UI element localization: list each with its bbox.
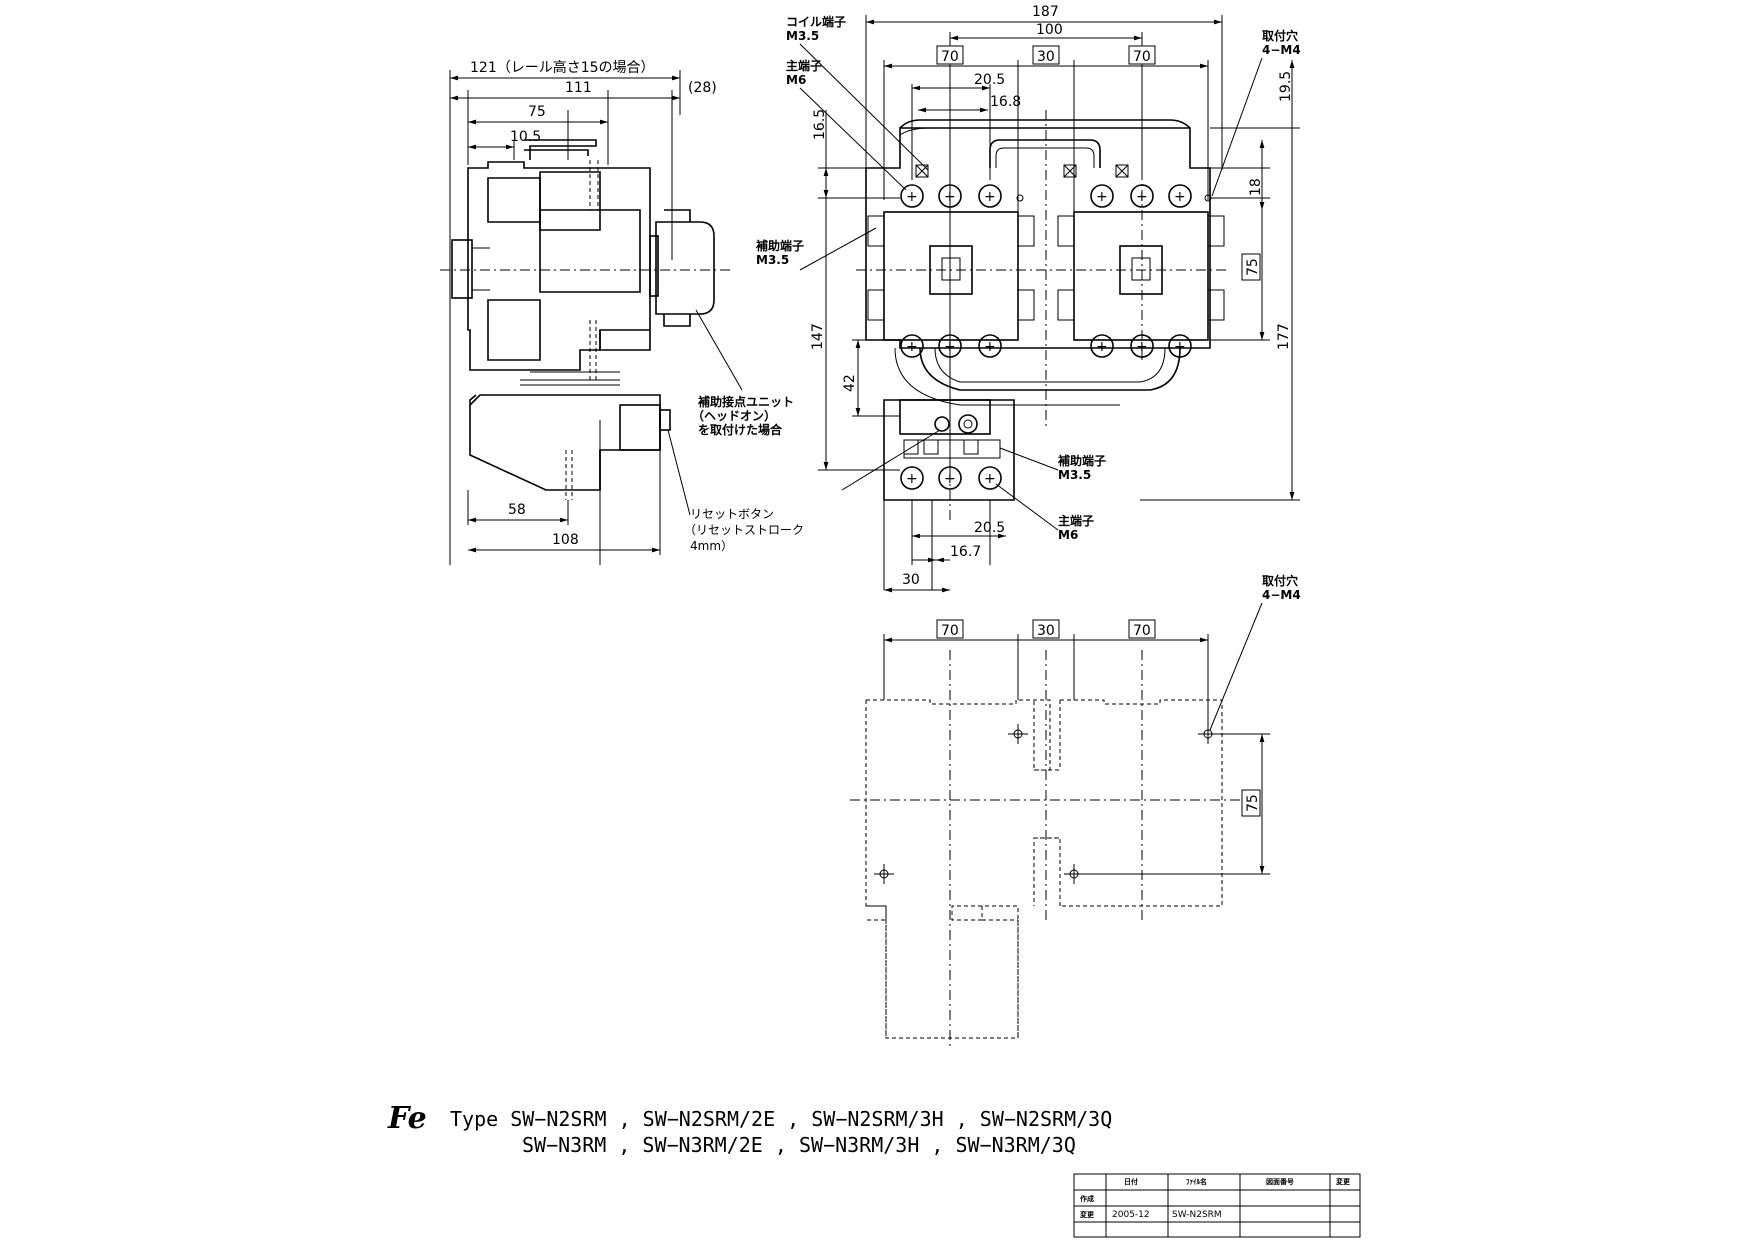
mount-hole-label: 取付穴 (1262, 573, 1298, 588)
dim-30-bottom: 30 (902, 572, 920, 588)
type-block: Fe Type SW−N2SRM , SW−N2SRM/2E , SW−N2SR… (387, 1101, 1112, 1157)
aux-unit-label-1: 補助接点ユニット (697, 394, 794, 409)
reset-label-2: （リセットストローク (684, 523, 804, 537)
dim-16-5: 16.5 (812, 109, 828, 140)
svg-text:+: + (1096, 339, 1108, 355)
dim-70-right: 70 (1133, 49, 1151, 65)
svg-text:+: + (944, 189, 956, 205)
dim-147: 147 (810, 323, 826, 350)
dim-58: 58 (508, 502, 526, 518)
dim-18: 18 (1248, 178, 1264, 196)
mount-dim-75: 75 (1245, 794, 1261, 812)
title-block: 日付 ﾌｧｲﾙ名 図面番号 変更 作成 変更 2005-12 SW-N2SRM (1073, 1173, 1361, 1238)
dim-20-5-bottom: 20.5 (974, 520, 1005, 536)
svg-text:+: + (906, 471, 918, 487)
svg-text:+: + (1136, 339, 1148, 355)
main-terminal-bottom-label: 主端子 (1058, 513, 1094, 528)
aux-side-terminals (867, 215, 1225, 321)
aux-terminal-bottom-size: M3.5 (1058, 468, 1091, 482)
mount-view: 70 30 70 75 (850, 573, 1301, 1048)
tb-change-file: SW-N2SRM (1172, 1210, 1222, 1220)
dim-108: 108 (552, 532, 579, 548)
front-view: 187 100 70 30 70 20.5 16.8 16.5 147 42 (755, 4, 1301, 593)
dim-20-5-top: 20.5 (974, 72, 1005, 88)
tb-row-created: 作成 (1080, 1194, 1094, 1203)
mount-dim-70-right: 70 (1133, 623, 1151, 639)
top-main-terminals: + + + + + + (900, 164, 1212, 208)
svg-text:+: + (1174, 339, 1186, 355)
tb-header-drawing: 図面番号 (1266, 1177, 1294, 1186)
dim-16-8: 16.8 (990, 94, 1021, 110)
reset-label-1: リセットボタン (690, 507, 774, 521)
dim-187: 187 (1032, 4, 1059, 20)
main-terminal-top-label: 主端子 (786, 58, 822, 73)
aux-unit-label-2: （ヘッドオン） (692, 408, 776, 423)
dim-75-side: 75 (528, 104, 546, 120)
tb-change-date: 2005-12 (1112, 1210, 1150, 1220)
svg-text:+: + (1174, 189, 1186, 205)
svg-text:+: + (944, 339, 956, 355)
tb-header-date: 日付 (1124, 1177, 1138, 1186)
dim-75-front: 75 (1245, 258, 1261, 276)
svg-text:+: + (984, 471, 996, 487)
main-terminal-top-size: M6 (786, 73, 806, 87)
aux-unit-label-3: を取付けた場合 (698, 422, 783, 437)
dim-28: (28) (688, 80, 717, 96)
aux-terminal-bottom-label: 補助端子 (1057, 453, 1106, 468)
mount-dim-30: 30 (1037, 623, 1055, 639)
svg-text:+: + (906, 189, 918, 205)
dim-10-5: 10.5 (510, 129, 541, 145)
bottom-main-terminals: + + + + + + (900, 334, 1192, 358)
svg-text:+: + (984, 339, 996, 355)
mounting-hole-top-size: 4−M4 (1262, 43, 1301, 57)
type-line-1: Type SW−N2SRM , SW−N2SRM/2E , SW−N2SRM/3… (450, 1107, 1112, 1131)
svg-text:+: + (1096, 189, 1108, 205)
dim-19-5: 19.5 (1278, 71, 1294, 102)
tb-header-change: 変更 (1336, 1177, 1351, 1186)
svg-text:+: + (984, 189, 996, 205)
dim-16-7: 16.7 (950, 544, 981, 560)
aux-terminal-left-size: M3.5 (756, 253, 789, 267)
dim-111: 111 (565, 80, 592, 96)
dim-177: 177 (1276, 323, 1292, 350)
main-terminal-bottom-size: M6 (1058, 528, 1078, 542)
tb-header-file: ﾌｧｲﾙ名 (1186, 1177, 1207, 1186)
mount-hole-size: 4−M4 (1262, 588, 1301, 602)
dim-121: 121（レール高さ15の場合） (470, 59, 655, 76)
tb-row-changed: 変更 (1080, 1210, 1095, 1219)
dim-70-left: 70 (941, 49, 959, 65)
svg-text:+: + (1136, 189, 1148, 205)
side-view: 121（レール高さ15の場合） 111 (28) 75 10.5 (440, 59, 804, 565)
dim-42: 42 (842, 374, 858, 392)
coil-terminal-size: M3.5 (786, 29, 819, 43)
coil-terminal-label: コイル端子 (786, 14, 846, 29)
dim-100: 100 (1036, 22, 1063, 38)
thermal-relay: + + + (883, 399, 1015, 501)
aux-terminal-left-label: 補助端子 (755, 238, 804, 253)
dim-30-top: 30 (1037, 49, 1055, 65)
type-line-2: SW−N3RM , SW−N3RM/2E , SW−N3RM/3H , SW−N… (522, 1133, 1076, 1157)
reset-label-3: 4mm） (690, 539, 733, 553)
svg-text:+: + (906, 339, 918, 355)
mount-dim-70-left: 70 (941, 623, 959, 639)
svg-text:+: + (944, 471, 956, 487)
fe-logo: Fe (387, 1101, 427, 1136)
mounting-hole-top-label: 取付穴 (1262, 28, 1298, 43)
